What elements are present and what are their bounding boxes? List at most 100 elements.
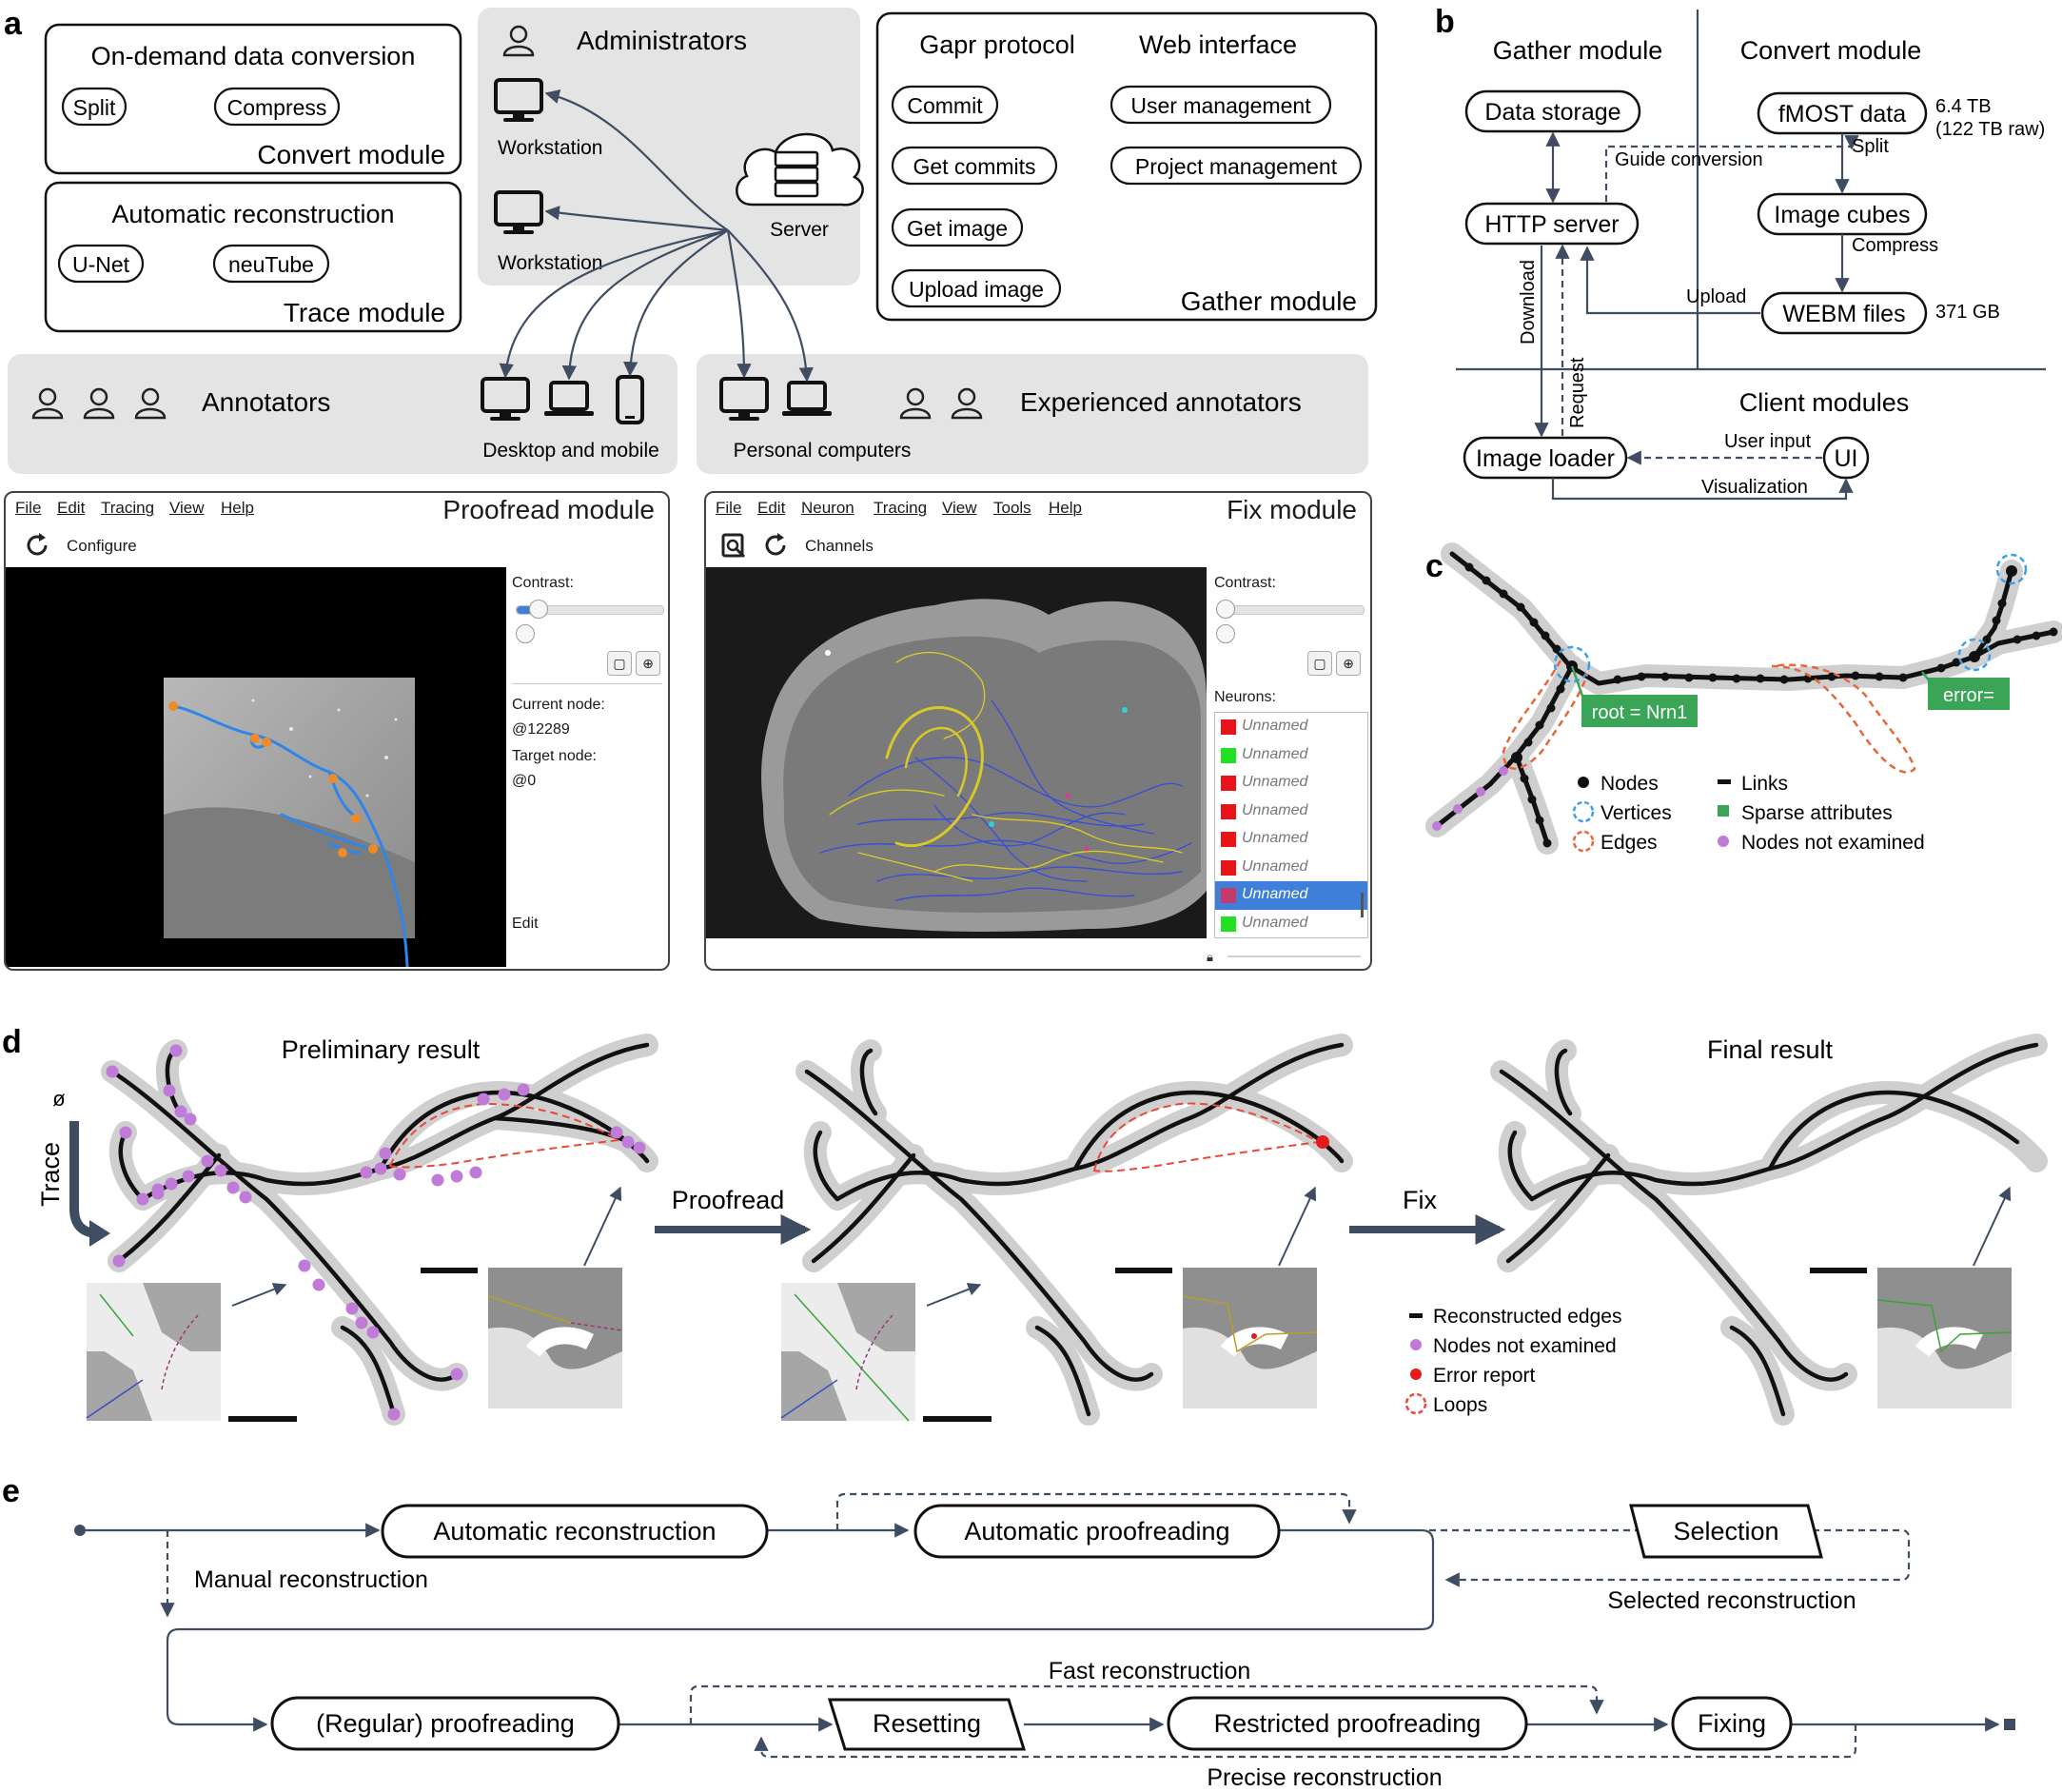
- fix-menu-tools[interactable]: Tools: [993, 499, 1031, 517]
- menu-view[interactable]: View: [169, 499, 205, 517]
- workstation-label-2: Workstation: [498, 252, 603, 274]
- legend-nodes: Nodes: [1601, 773, 1659, 795]
- fix-menu-view[interactable]: View: [942, 499, 977, 517]
- neuron-name: Unnamed: [1242, 745, 1308, 762]
- proofread-image-view: [164, 678, 415, 969]
- workstation-label-1: Workstation: [498, 137, 603, 159]
- request-label: Request: [1567, 357, 1588, 428]
- fix-zoom-icon[interactable]: ⊕: [1336, 651, 1361, 676]
- get-image-pill: Get image: [907, 216, 1008, 241]
- panel-d-tree-3: Final result: [1490, 1034, 2048, 1426]
- proofread-canvas[interactable]: [6, 567, 506, 969]
- neuron-list-item-selected[interactable]: Unnamed: [1215, 881, 1367, 910]
- restricted-proofreading-step: Restricted proofreading: [1214, 1709, 1482, 1738]
- ui-node: UI: [1835, 445, 1858, 472]
- neuron-name: Unnamed: [1242, 801, 1308, 818]
- fix-menu-tracing[interactable]: Tracing: [874, 499, 928, 517]
- fix-canvas[interactable]: [706, 567, 1207, 938]
- neuron-list-item[interactable]: Unnamed: [1215, 854, 1367, 882]
- refresh-icon[interactable]: [761, 531, 790, 560]
- compress-label-b: Compress: [1852, 235, 1938, 256]
- fix-module-title: Fix module: [1227, 495, 1357, 524]
- server-label: Server: [770, 219, 829, 241]
- fix-menubar: File Edit Neuron Tracing View Tools Help: [706, 493, 1370, 523]
- automatic-reconstruction-step: Automatic reconstruction: [433, 1517, 716, 1546]
- neuron-list-scrollbar[interactable]: [1361, 893, 1364, 917]
- fix-contrast-knob-2[interactable]: [1216, 624, 1235, 643]
- menu-help[interactable]: Help: [221, 499, 254, 517]
- convert-module-box: On-demand data conversion Split Compress…: [44, 23, 462, 175]
- panel-b-architecture: b Gather module Convert module Client mo…: [1435, 4, 2046, 501]
- fix-step-label: Fix: [1403, 1186, 1437, 1214]
- preliminary-result-title: Preliminary result: [282, 1035, 481, 1064]
- menu-file[interactable]: File: [15, 499, 42, 517]
- fix-status-bar: [1227, 955, 1361, 957]
- panel-label-c: c: [1425, 548, 1443, 584]
- gather-module-title-b: Gather module: [1493, 36, 1663, 65]
- inset-image-3: [1876, 1268, 2013, 1408]
- panel-label-b: b: [1435, 4, 1455, 40]
- neuron-list-item[interactable]: Unnamed: [1215, 741, 1367, 770]
- client-modules-title: Client modules: [1739, 388, 1910, 417]
- user-management-pill: User management: [1130, 93, 1311, 118]
- fix-menu-edit[interactable]: Edit: [757, 499, 786, 517]
- zoom-icon[interactable]: ⊕: [636, 651, 660, 676]
- administrators-title: Administrators: [577, 26, 747, 55]
- neuron-name: Unnamed: [1242, 914, 1308, 931]
- proofread-contrast-slider-1[interactable]: [516, 605, 664, 615]
- fit-view-icon[interactable]: ▢: [607, 651, 632, 676]
- locate-icon[interactable]: [719, 531, 748, 560]
- upload-label: Upload: [1686, 286, 1746, 307]
- convert-module-title-b: Convert module: [1740, 36, 1922, 65]
- proofread-contrast-knob-2[interactable]: [516, 624, 535, 643]
- inset-image-2b: [1182, 1268, 1318, 1408]
- configure-button[interactable]: Configure: [67, 537, 137, 555]
- fix-contrast-slider-1[interactable]: [1216, 605, 1365, 615]
- trace-module-label: Trace module: [284, 298, 445, 327]
- data-storage-node: Data storage: [1484, 99, 1620, 126]
- neuron-list-item[interactable]: Unnamed: [1215, 798, 1367, 826]
- channels-button[interactable]: Channels: [805, 537, 874, 555]
- regular-proofreading-step: (Regular) proofreading: [316, 1709, 575, 1738]
- convert-module-label: Convert module: [257, 140, 445, 169]
- refresh-icon[interactable]: [23, 531, 51, 560]
- fixing-step: Fixing: [1698, 1709, 1766, 1738]
- lock-icon[interactable]: 🔒︎: [1207, 950, 1213, 964]
- current-node-value: @12289: [512, 721, 570, 738]
- proofread-toolbar: Configure: [6, 523, 668, 567]
- fast-reconstruction-label: Fast reconstruction: [1049, 1658, 1251, 1684]
- guide-conversion-label: Guide conversion: [1615, 149, 1763, 170]
- proofread-contrast-knob-1[interactable]: [529, 600, 548, 619]
- legend-reconstructed-edges: Reconstructed edges: [1433, 1306, 1621, 1328]
- menu-edit[interactable]: Edit: [57, 499, 86, 517]
- download-label: Download: [1518, 260, 1539, 345]
- user-input-label: User input: [1724, 431, 1812, 452]
- split-pill: Split: [73, 95, 116, 120]
- gapr-protocol-title: Gapr protocol: [919, 30, 1075, 59]
- menu-tracing[interactable]: Tracing: [101, 499, 155, 517]
- desktop-mobile-label: Desktop and mobile: [482, 440, 659, 462]
- fmost-data-node: fMOST data: [1778, 101, 1906, 128]
- proofread-contrast-label: Contrast:: [512, 575, 574, 591]
- server-connection-arrows: [499, 89, 814, 383]
- convert-box-title: On-demand data conversion: [91, 42, 416, 70]
- neuron-list-item[interactable]: Unnamed: [1215, 769, 1367, 798]
- fix-contrast-knob-1[interactable]: [1216, 600, 1235, 619]
- trace-module-box: Automatic reconstruction U-Net neuTube T…: [44, 181, 462, 333]
- fix-fit-view-icon[interactable]: ▢: [1307, 651, 1332, 676]
- neuron-list-item[interactable]: Unnamed: [1215, 825, 1367, 854]
- fix-brain-view: [761, 599, 1207, 932]
- fix-menu-neuron[interactable]: Neuron: [801, 499, 854, 517]
- http-server-node: HTTP server: [1484, 211, 1619, 238]
- fix-menu-help[interactable]: Help: [1049, 499, 1082, 517]
- neuron-list-item[interactable]: Unnamed: [1215, 910, 1367, 938]
- neuron-name: Unnamed: [1242, 857, 1308, 875]
- neuron-color-swatch: [1221, 888, 1236, 903]
- inset-image-2a: [780, 1283, 915, 1422]
- neuron-list-item[interactable]: Unnamed: [1215, 713, 1367, 741]
- neuron-color-swatch: [1221, 916, 1236, 932]
- legend-edges: Edges: [1601, 832, 1658, 854]
- fix-menu-file[interactable]: File: [716, 499, 742, 517]
- trace-label: Trace: [36, 1142, 65, 1207]
- edit-button[interactable]: Edit: [512, 916, 539, 932]
